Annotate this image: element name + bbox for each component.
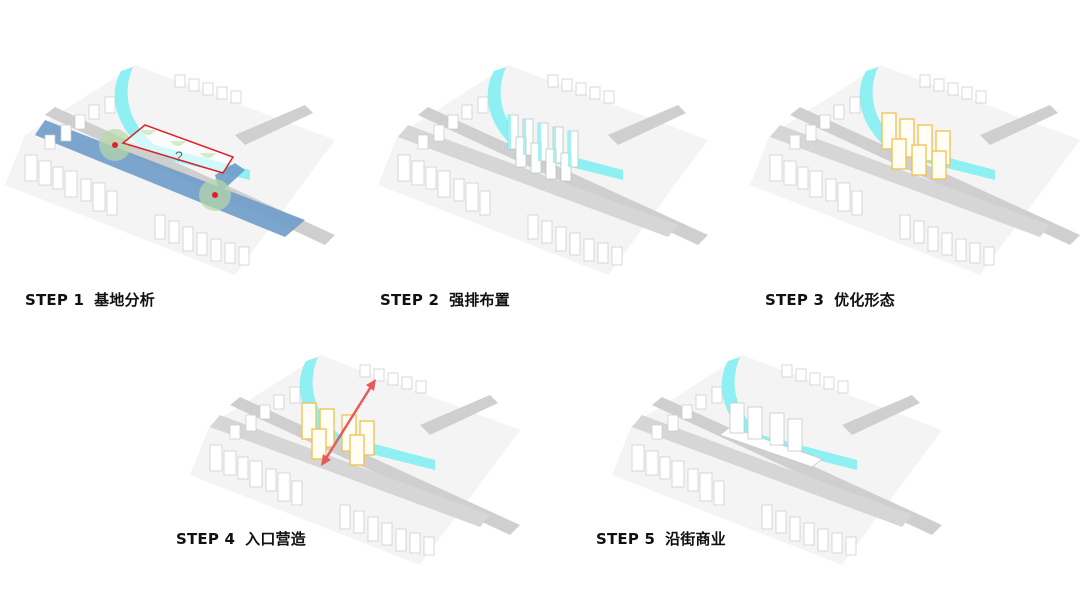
step-5-title: 沿街商业: [665, 530, 726, 548]
question-mark: ?: [175, 148, 183, 164]
step-5-panel: [612, 335, 942, 565]
step-3-prefix: STEP 3: [765, 291, 825, 309]
step-2-prefix: STEP 2: [380, 291, 440, 309]
step-4-label: STEP 4 入口营造: [176, 528, 306, 549]
step-4-panel: [190, 335, 520, 565]
optimized-buildings: [881, 112, 951, 180]
step-5-label: STEP 5 沿街商业: [596, 528, 726, 549]
entry-arrow: [321, 379, 376, 466]
towers: [729, 402, 803, 452]
step-2-title: 强排布置: [449, 291, 510, 309]
step-5-diagram: [612, 355, 942, 565]
step-2-label: STEP 2 强排布置: [380, 289, 510, 310]
step-3-title: 优化形态: [834, 291, 895, 309]
step-1-label: STEP 1 基地分析: [25, 289, 155, 310]
step-3-label: STEP 3 优化形态: [765, 289, 895, 310]
street-retail-podium: [719, 426, 823, 468]
step-4-diagram: [190, 355, 520, 565]
step-4-title: 入口营造: [245, 530, 306, 548]
step-4-prefix: STEP 4: [176, 530, 236, 548]
step-5-prefix: STEP 5: [596, 530, 656, 548]
step-1-diagram: ?: [5, 65, 335, 275]
step-2-panel: [378, 45, 708, 275]
step-1-title: 基地分析: [94, 291, 155, 309]
site-outline: [121, 124, 235, 174]
step-2-diagram: [378, 65, 708, 275]
entry-buildings: [301, 402, 375, 466]
step-3-diagram: [750, 65, 1080, 275]
step-3-panel: [750, 45, 1080, 275]
step-1-prefix: STEP 1: [25, 291, 85, 309]
step-1-panel: ?: [5, 45, 335, 275]
